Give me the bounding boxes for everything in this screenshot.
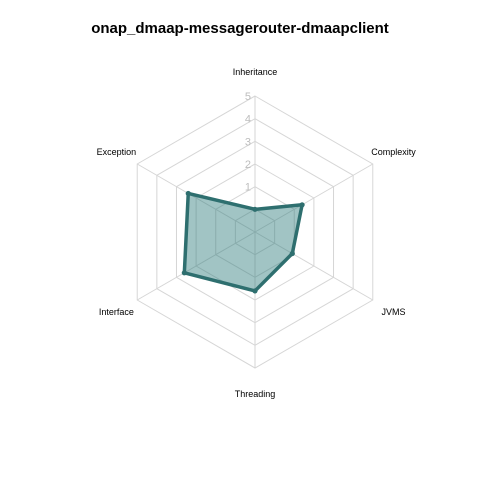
series-point	[252, 288, 258, 294]
axis-label: Exception	[97, 147, 137, 157]
axis-label: Interface	[99, 307, 134, 317]
series-area	[182, 191, 304, 293]
tick-label: 4	[245, 114, 251, 126]
grid-spoke	[254, 163, 374, 233]
axis-label: Inheritance	[233, 67, 278, 77]
series-point	[185, 190, 191, 197]
series-point	[252, 206, 258, 212]
radar-series	[181, 190, 305, 294]
grid-spoke	[254, 231, 374, 301]
tick-label: 5	[245, 91, 251, 103]
axis-label: Complexity	[371, 147, 416, 157]
tick-label: 3	[245, 136, 251, 148]
tick-label: 2	[245, 159, 251, 171]
axis-label: JVMS	[382, 307, 406, 317]
tick-label: 1	[245, 182, 251, 194]
grid-spoke	[136, 163, 256, 233]
series-point	[289, 250, 295, 257]
series-point	[299, 202, 305, 208]
series-point	[181, 270, 187, 276]
radar-tick-labels: 1 2 3 4 5	[245, 91, 251, 194]
axis-label: Threading	[235, 389, 276, 399]
chart-title: onap_dmaap-messagerouter-dmaapclient	[91, 20, 389, 37]
grid-spoke	[136, 231, 256, 301]
radar-spokes	[136, 96, 374, 368]
